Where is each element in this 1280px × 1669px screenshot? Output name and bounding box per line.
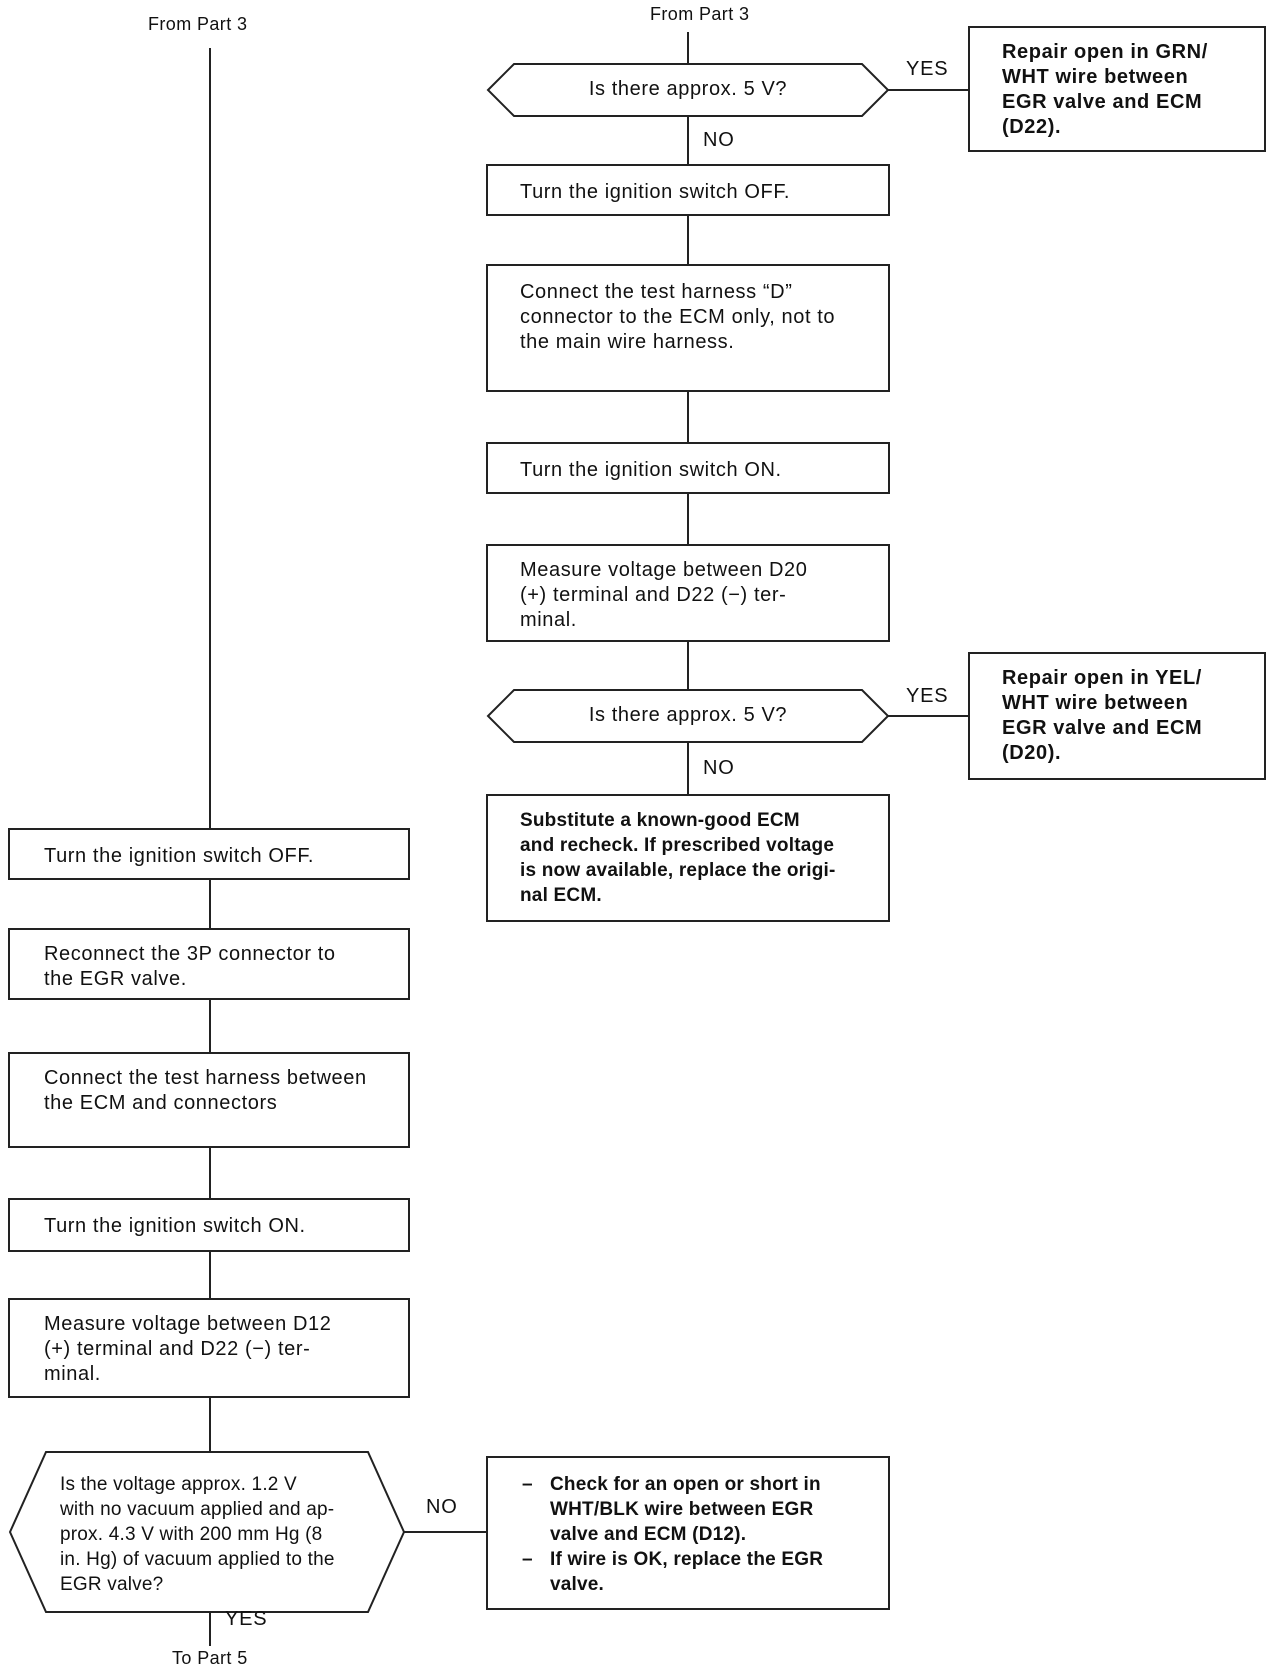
- text-line: WHT wire between: [1002, 692, 1189, 714]
- text-line: the main wire harness.: [520, 331, 735, 353]
- text-line: with no vacuum applied and ap-: [60, 1499, 335, 1520]
- text-line: Is the voltage approx. 1.2 V: [60, 1474, 297, 1495]
- text-line: Repair open in GRN/: [1002, 41, 1208, 63]
- text-line: the EGR valve.: [44, 968, 187, 990]
- text-line: minal.: [520, 609, 577, 631]
- text-line: Repair open in YEL/: [1002, 667, 1202, 689]
- text-line: (+) terminal and D22 (−) ter-: [520, 584, 787, 606]
- text-line: valve and ECM (D12).: [550, 1524, 747, 1545]
- text-line: in. Hg) of vacuum applied to the: [60, 1549, 335, 1570]
- text-line: If wire is OK, replace the EGR: [550, 1549, 824, 1570]
- repair-grn-wht-box: Repair open in GRN/ WHT wire between EGR…: [968, 26, 1266, 152]
- text-line: minal.: [44, 1363, 101, 1385]
- dash-bullet: –: [522, 1474, 533, 1495]
- text-line: Connect the test harness between: [44, 1067, 367, 1089]
- text-line: WHT/BLK wire between EGR: [550, 1499, 814, 1520]
- decision-2-text: Is there approx. 5 V?: [588, 704, 788, 726]
- text-line: Turn the ignition switch OFF.: [44, 845, 315, 867]
- text-line: Check for an open or short in: [550, 1474, 821, 1495]
- bullet-item: –Check for an open or short in: [522, 1472, 868, 1497]
- step-connect-test-harness: Connect the test harness between the ECM…: [8, 1052, 410, 1148]
- text-line: EGR valve and ECM: [1002, 91, 1203, 113]
- text-line: connector to the ECM only, not to: [520, 306, 836, 328]
- text-line: Reconnect the 3P connector to: [44, 943, 336, 965]
- text-line: is now available, replace the origi-: [520, 860, 836, 881]
- text-line: WHT wire between: [1002, 66, 1189, 88]
- step-reconnect-3p: Reconnect the 3P connector to the EGR va…: [8, 928, 410, 1000]
- text-line: Substitute a known-good ECM: [520, 810, 800, 831]
- right-from-connector: From Part 3: [650, 4, 750, 24]
- decision-3-text: Is the voltage approx. 1.2 V with no vac…: [60, 1472, 380, 1597]
- text-line: (+) terminal and D22 (−) ter-: [44, 1338, 311, 1360]
- text-line: Turn the ignition switch ON.: [44, 1215, 306, 1237]
- text-line: Measure voltage between D20: [520, 559, 808, 581]
- step-measure-d12-d22: Measure voltage between D12 (+) terminal…: [8, 1298, 410, 1398]
- decision-1-text: Is there approx. 5 V?: [588, 78, 788, 100]
- text-line: nal ECM.: [520, 885, 602, 906]
- yes-label-2: YES: [906, 685, 949, 707]
- step-ignition-off-right: Turn the ignition switch OFF.: [486, 164, 890, 216]
- text-line: EGR valve?: [60, 1574, 164, 1595]
- bullet-item: –If wire is OK, replace the EGR: [522, 1547, 868, 1572]
- decision-diamond-1: [486, 63, 890, 117]
- step-ignition-off-left: Turn the ignition switch OFF.: [8, 828, 410, 880]
- substitute-ecm-box: Substitute a known-good ECM and recheck.…: [486, 794, 890, 922]
- text-line: Connect the test harness “D”: [520, 281, 793, 303]
- text-line: Turn the ignition switch ON.: [520, 459, 782, 481]
- yes-label-3: YES: [225, 1608, 268, 1630]
- text-line: valve.: [550, 1574, 605, 1595]
- step-ignition-on-right: Turn the ignition switch ON.: [486, 442, 890, 494]
- to-connector: To Part 5: [172, 1648, 248, 1668]
- no-label-2: NO: [703, 757, 735, 779]
- decision-diamond-3: [8, 1451, 406, 1613]
- left-from-connector: From Part 3: [148, 14, 248, 34]
- check-wht-blk-box: –Check for an open or short in WHT/BLK w…: [486, 1456, 890, 1610]
- step-measure-d20-d22: Measure voltage between D20 (+) terminal…: [486, 544, 890, 642]
- step-connect-d-connector: Connect the test harness “D” connector t…: [486, 264, 890, 392]
- text-line: prox. 4.3 V with 200 mm Hg (8: [60, 1524, 323, 1545]
- step-ignition-on-left: Turn the ignition switch ON.: [8, 1198, 410, 1252]
- decision-diamond-2: [486, 689, 890, 743]
- yes-label-1: YES: [906, 58, 949, 80]
- text-line: Turn the ignition switch OFF.: [520, 181, 791, 203]
- text-line: (D20).: [1002, 742, 1062, 764]
- text-line: Measure voltage between D12: [44, 1313, 332, 1335]
- no-label-3: NO: [426, 1496, 458, 1518]
- text-line: the ECM and connectors: [44, 1092, 278, 1114]
- no-label-1: NO: [703, 129, 735, 151]
- dash-bullet: –: [522, 1549, 533, 1570]
- text-line: and recheck. If prescribed voltage: [520, 835, 835, 856]
- text-line: EGR valve and ECM: [1002, 717, 1203, 739]
- repair-yel-wht-box: Repair open in YEL/ WHT wire between EGR…: [968, 652, 1266, 780]
- text-line: (D22).: [1002, 116, 1062, 138]
